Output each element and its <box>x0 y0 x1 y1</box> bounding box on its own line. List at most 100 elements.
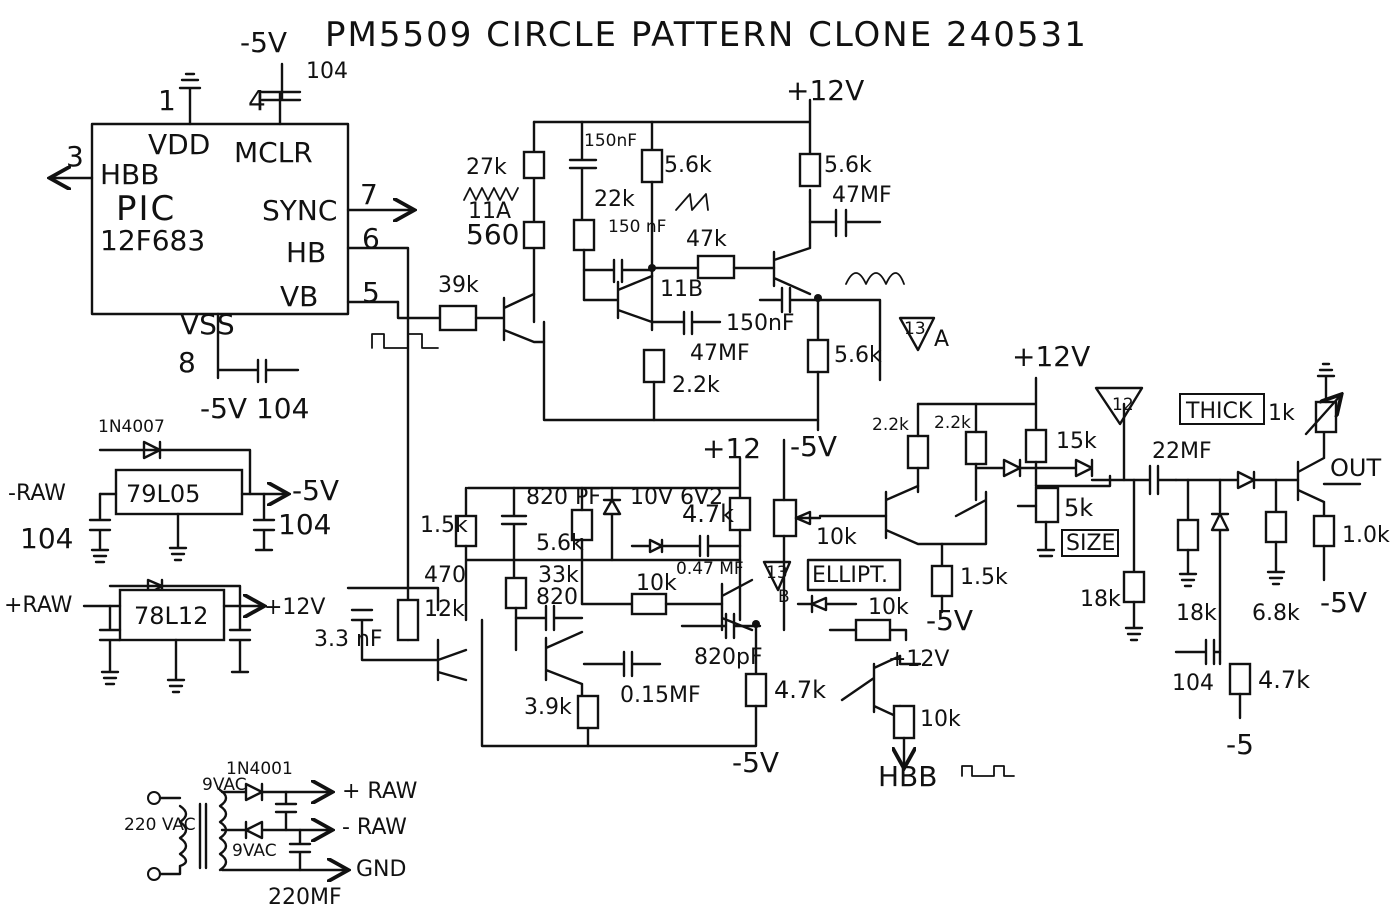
size-rail-label: +12V <box>1012 340 1090 373</box>
pic-pin8-label: 8 <box>178 346 196 379</box>
osc-56k-a-label: 5.6k <box>664 153 712 178</box>
ps-cap-label: 220MF <box>268 885 342 910</box>
ell-047-label: 0.47 MF <box>676 559 744 579</box>
osc-560-label: 560 <box>466 218 519 251</box>
ell-820pf-c-label: 820pF <box>694 645 763 670</box>
ell-pos-rail2-label: +12V <box>888 647 949 672</box>
ell-470-label: 470 <box>424 563 466 588</box>
size-box <box>1061 529 1119 557</box>
pic-hb-label: HB <box>286 236 326 269</box>
ell-ellipt-label: ELLIPT. <box>812 563 888 588</box>
size-22mf-label: 22MF <box>1152 439 1212 464</box>
osc-22k-bot-label: 2.2k <box>672 373 720 398</box>
osc-27k-label: 27k <box>466 155 507 180</box>
size-22k-b-label: 2.2k <box>934 413 971 433</box>
osc-13a-label: 13 <box>904 319 926 339</box>
out-104-label: 104 <box>1172 671 1214 696</box>
pic-vdd-label: VDD <box>148 128 210 161</box>
ell-10k-pot-label: 10k <box>816 525 857 550</box>
pic-name-label: PIC <box>116 189 176 229</box>
ps-mains-label: 220 VAC <box>124 815 196 835</box>
out-thick-label: THICK <box>1185 399 1253 424</box>
ps-vac-b-label: 9VAC <box>232 841 277 861</box>
ps-vac-a-label: 9VAC <box>202 775 247 795</box>
size-neg-rail-label: -5V <box>926 604 973 637</box>
pic-hbb-label: HBB <box>100 158 159 191</box>
ps-diode-label: 1N4001 <box>226 759 293 779</box>
ell-15k-label: 1.5k <box>420 513 468 538</box>
regulator-section <box>82 440 286 694</box>
pic-pin3-label: 3 <box>66 140 84 173</box>
ell-820pf-b-label: 820 <box>536 585 578 610</box>
pic-pin7-label: 7 <box>360 178 378 211</box>
vss-cap-label: -5V 104 <box>200 392 309 425</box>
ell-zener-label: 10V 6V2 <box>630 485 723 510</box>
out-10k-label: 1.0k <box>1342 523 1390 548</box>
osc-11b-label: 11B <box>660 277 703 302</box>
pic-microcontroller <box>52 62 412 642</box>
ell-hbb-label: HBB <box>878 760 937 793</box>
rectified-wave-icon <box>845 272 905 285</box>
ell-33k-label: 33k <box>538 563 579 588</box>
ell-13b-label: 13 <box>766 563 788 583</box>
ps-pos-raw-label: + RAW <box>342 779 418 804</box>
osc-a-label: A <box>934 327 949 352</box>
pic-pin6-label: 6 <box>362 222 380 255</box>
size-18k-label: 18k <box>1080 587 1121 612</box>
out-68k-label: 6.8k <box>1252 601 1300 626</box>
osc-neg-rail-label: -5V <box>790 430 837 463</box>
pulse-waveform-icon <box>371 333 439 349</box>
size-12-label: 12 <box>1112 395 1134 415</box>
osc-11a-label: 11A <box>468 199 511 224</box>
pic-pin1-label: 1 <box>158 84 176 117</box>
size-5k-label: 5k <box>1064 494 1093 522</box>
top-supply-label: -5V <box>240 26 287 59</box>
out-47k-label: 4.7k <box>1258 666 1310 694</box>
ell-015mf-label: 0.15MF <box>620 683 701 708</box>
reg-pos-part-label: 78L12 <box>134 602 208 630</box>
ell-10k-d-label: 10k <box>920 707 961 732</box>
ell-56k-label: 5.6k <box>536 531 584 556</box>
pic-mclr-label: MCLR <box>234 136 313 169</box>
osc-150nf-bot-label: 150nF <box>726 311 795 336</box>
osc-39k-label: 39k <box>438 273 479 298</box>
ell-10k-b-label: 10k <box>636 571 677 596</box>
ell-47k-a-label: 4.7k <box>682 500 734 528</box>
reg-neg-output-label: -5V <box>292 474 339 507</box>
out-label: OUT <box>1330 454 1381 482</box>
osc-47mf-bot-label: 47MF <box>690 341 750 366</box>
size-15k-label: 15k <box>1056 429 1097 454</box>
power-supply-circuit <box>147 784 346 880</box>
pic-sync-label: SYNC <box>262 194 337 227</box>
ell-10k-c-label: 10k <box>868 595 909 620</box>
pic-part-label: 12F683 <box>100 224 205 257</box>
ell-rail-label: +12 <box>702 432 761 465</box>
size-circuit <box>818 376 1178 642</box>
osc-56k-c-label: 5.6k <box>834 343 882 368</box>
oscillator-circuit <box>396 98 936 432</box>
hbb-pulse-icon <box>961 765 1015 777</box>
reg-pos-input-label: +RAW <box>4 593 73 618</box>
reg-neg-input-label: -RAW <box>8 481 66 506</box>
pic-pin5-label: 5 <box>362 276 380 309</box>
ell-47k-b-label: 4.7k <box>774 676 826 704</box>
ell-neg-rail-label: -5V <box>732 746 779 779</box>
out-1k-label: 1k <box>1268 401 1295 426</box>
osc-150nf-top-label: 150nF <box>584 131 637 151</box>
schematic-title: PM5509 CIRCLE PATTERN CLONE 240531 <box>325 15 1088 55</box>
reg-pos-output-label: +12V <box>264 595 325 620</box>
pic-vb-label: VB <box>280 280 318 313</box>
ellipse-circuit <box>346 438 922 766</box>
size-15k-b-label: 1.5k <box>960 565 1008 590</box>
ell-33nf-label: 3.3 nF <box>314 627 383 652</box>
osc-150nf-mid-label: 150 nF <box>608 217 666 237</box>
out-neg-rail2-label: -5 <box>1226 728 1254 761</box>
reg-cap-b-label: 104 <box>278 508 331 541</box>
sawtooth-wave-icon <box>675 193 709 211</box>
out-neg-rail-label: -5V <box>1320 586 1367 619</box>
size-22k-a-label: 2.2k <box>872 415 909 435</box>
ell-39k-b-label: 3.9k <box>524 695 572 720</box>
square-wave-icon <box>463 187 519 201</box>
out-18k-label: 18k <box>1176 601 1217 626</box>
